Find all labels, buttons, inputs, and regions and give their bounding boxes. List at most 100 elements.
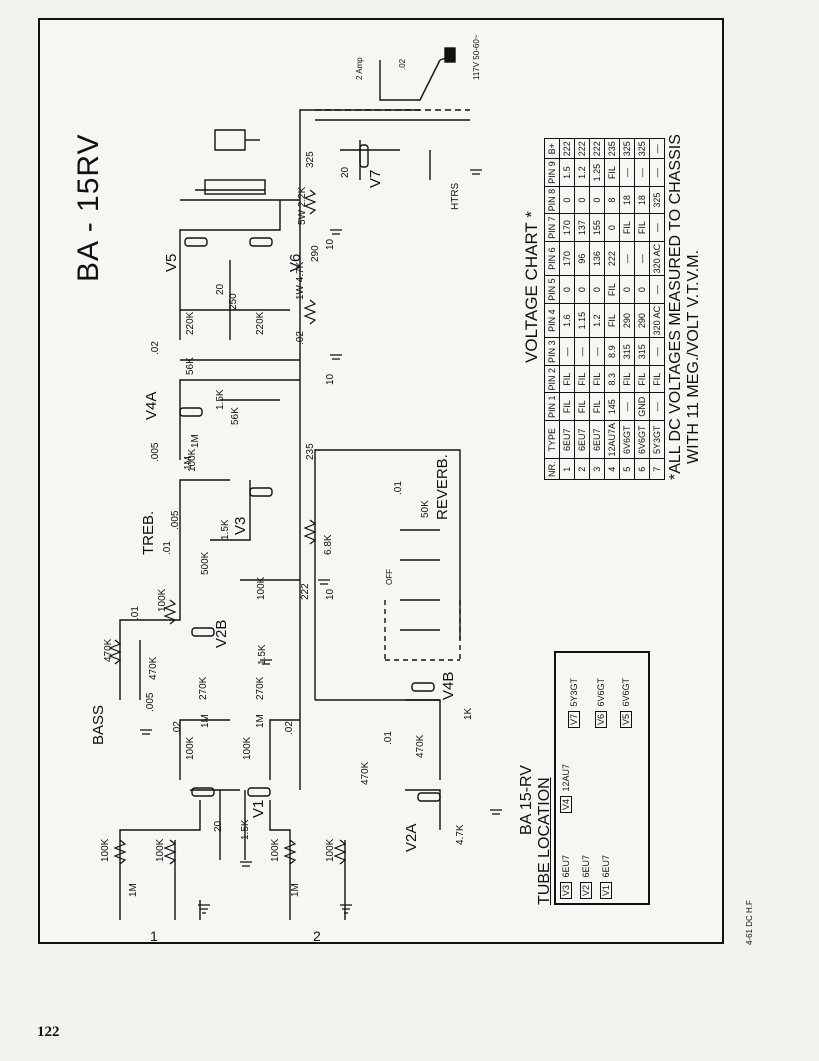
component-label: 235	[305, 443, 316, 460]
table-cell: FIL	[604, 158, 620, 187]
component-label: 20	[213, 820, 224, 832]
table-cell: 222	[574, 138, 590, 159]
tube-slot-label: V2	[580, 881, 592, 899]
header-cell: NR.	[544, 459, 560, 480]
table-cell: 6EU7	[559, 420, 575, 459]
treble-label: TREB.	[140, 510, 157, 555]
table-cell: 0	[589, 186, 605, 214]
component-label: 100K	[256, 576, 267, 600]
component-label: 56K	[230, 407, 241, 425]
component-label: .005	[145, 692, 156, 712]
header-cell: B+	[544, 138, 560, 159]
corner-code: 4-61 DC H.F	[745, 900, 754, 945]
voltage-chart-title: VOLTAGE CHART *	[522, 211, 541, 363]
ground-symbols	[140, 169, 502, 914]
tube-slot-type: 6EU7	[561, 855, 571, 878]
table-cell: 3	[589, 459, 605, 480]
component-label: .01	[130, 606, 141, 620]
table-cell: 325	[619, 138, 635, 159]
table-cell: 6V6GT	[619, 420, 635, 459]
component-label: 500K	[200, 551, 211, 575]
page-number: 122	[37, 1024, 60, 1040]
tube-symbols	[179, 144, 441, 802]
voltage-chart-note-2: WITH 11 MEG./VOLT V.T.V.M.	[685, 250, 702, 464]
table-cell: 7	[649, 459, 665, 480]
tube-slot-type: 6EU7	[601, 855, 611, 878]
component-label: 100K	[270, 838, 281, 862]
table-cell: 155	[589, 213, 605, 242]
component-label: .02	[150, 341, 161, 355]
component-label: 270K	[255, 676, 266, 700]
tube-label-v4a: V4A	[143, 391, 160, 420]
table-cell: 325	[649, 186, 665, 214]
component-label: 325	[305, 151, 316, 168]
table-cell: 137	[574, 213, 590, 242]
tube-slot-label: V5	[620, 710, 632, 728]
tube-slot-label: V6	[595, 710, 607, 728]
table-cell: 290	[619, 303, 635, 338]
tube-label-v3: V3	[232, 516, 249, 535]
input-1-label: 1	[150, 928, 158, 944]
component-label: 10	[325, 238, 336, 250]
table-cell: FIL	[559, 392, 575, 421]
input-2-wiring	[269, 800, 291, 920]
component-label: 1W 4.7K	[295, 261, 306, 300]
table-cell: 1	[559, 459, 575, 480]
voltage-chart-note-1: *ALL DC VOLTAGES MEASURED TO CHASSIS	[667, 134, 684, 480]
mains-label: 117V 50-60~	[472, 34, 481, 80]
header-cell: TYPE	[544, 420, 560, 459]
component-label: 100K	[185, 736, 196, 760]
table-cell: 8.9	[604, 337, 620, 366]
component-label: 10	[325, 588, 336, 600]
component-label: 1M	[190, 434, 201, 448]
table-cell: 6	[634, 459, 650, 480]
component-label: 222	[300, 583, 311, 600]
table-cell: FIL	[589, 392, 605, 421]
header-cell: PIN 5	[544, 275, 560, 304]
component-label: .01	[383, 731, 394, 745]
component-label: .02	[295, 331, 306, 345]
component-label: 1M	[200, 714, 211, 728]
voltage-chart-table: NR. TYPE PIN 1 PIN 2 PIN 3 PIN 4 PIN 5 P…	[544, 138, 665, 480]
tube-slot-type: 6V6GT	[596, 678, 606, 707]
table-cell: —	[619, 392, 635, 421]
table-cell: FIL	[604, 303, 620, 338]
table-cell: 320 AC	[649, 303, 665, 338]
table-cell: 136	[589, 241, 605, 276]
voltage-chart-header-row: NR. TYPE PIN 1 PIN 2 PIN 3 PIN 4 PIN 5 P…	[544, 138, 560, 480]
table-cell: 2	[574, 459, 590, 480]
table-cell: 0	[574, 275, 590, 304]
output-transformer	[204, 179, 266, 195]
component-label: 1.5K	[257, 644, 268, 665]
tube-slot-v1: V1 6EU7	[596, 855, 614, 899]
table-cell: 222	[589, 138, 605, 159]
component-label: 100K	[187, 448, 198, 472]
header-cell: PIN 8	[544, 186, 560, 214]
table-cell: 315	[619, 337, 635, 366]
line-cap-label: .02	[398, 58, 407, 70]
table-cell: 5Y3GT	[649, 420, 665, 459]
table-cell: 5	[619, 459, 635, 480]
component-label: 270K	[198, 676, 209, 700]
component-label: 6.8K	[323, 534, 334, 555]
component-label: 470K	[360, 761, 371, 785]
tube-label-v1: V1	[250, 799, 267, 818]
table-cell: FIL	[589, 365, 605, 393]
table-cell: 1.6	[559, 303, 575, 338]
table-cell: 8.3	[604, 365, 620, 393]
reverb-transformer	[400, 529, 440, 631]
component-label: 1M	[255, 714, 266, 728]
tube-label-v2b: V2B	[213, 619, 230, 648]
component-label: 250	[228, 293, 239, 310]
component-label: .01	[393, 481, 404, 495]
table-cell: 96	[574, 241, 590, 276]
table-cell: —	[649, 158, 665, 187]
table-cell: —	[574, 337, 590, 366]
table-cell: —	[649, 138, 665, 159]
header-cell: PIN 9	[544, 158, 560, 187]
table-cell: FIL	[619, 365, 635, 393]
tube-slot-type: 6V6GT	[621, 678, 631, 707]
component-label: 20	[340, 166, 351, 178]
component-label: 100K	[325, 838, 336, 862]
